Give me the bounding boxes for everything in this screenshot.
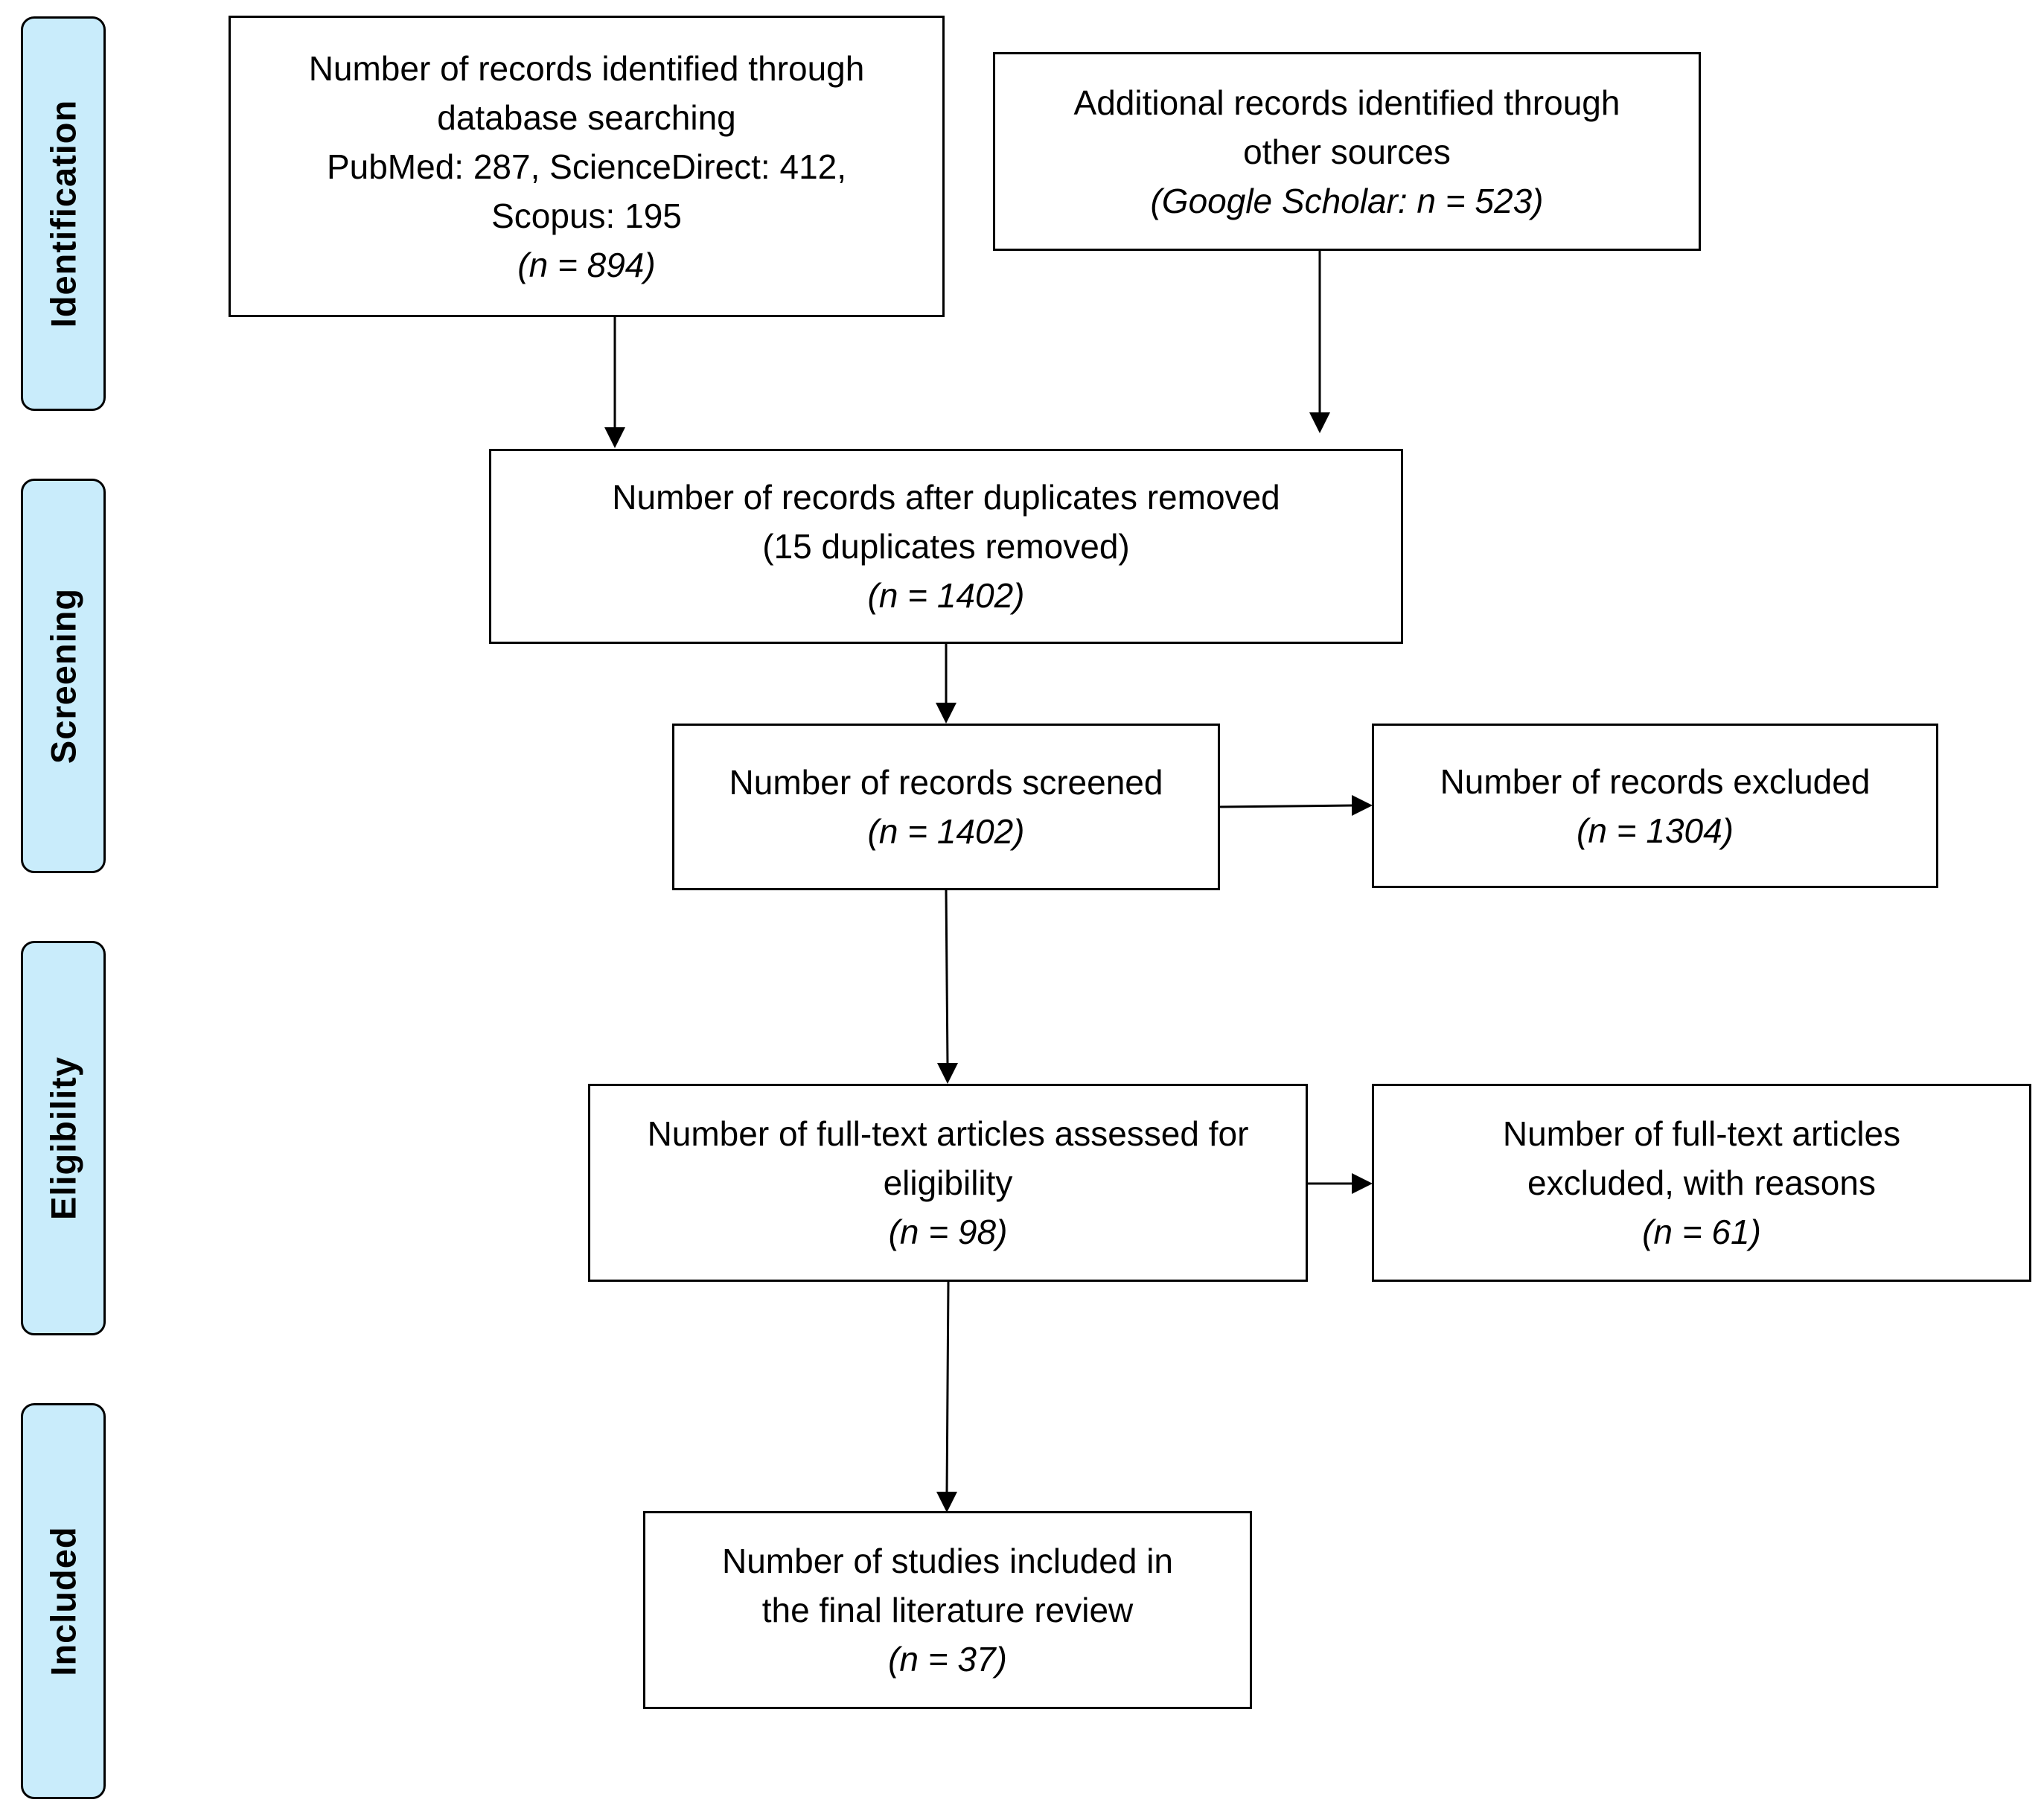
- arrowhead-other-to-duplicates: [1309, 412, 1330, 433]
- database-search-line3: PubMed: 287, ScienceDirect: 412,: [326, 147, 847, 186]
- database-search-line2: database searching: [437, 98, 736, 137]
- records-screened-count: (n = 1402): [867, 812, 1025, 851]
- arrowhead-fulltext-to-included: [936, 1492, 957, 1513]
- database-search-line4: Scopus: 195: [491, 196, 682, 235]
- full-text-excluded-line1: Number of full-text articles: [1502, 1114, 1901, 1153]
- arrowhead-fulltext-to-excluded: [1352, 1173, 1373, 1194]
- box-duplicates-removed: Number of records after duplicates remov…: [489, 449, 1403, 644]
- arrow-fulltext-to-included: [945, 1280, 950, 1495]
- duplicates-removed-line2: (15 duplicates removed): [762, 527, 1130, 566]
- arrow-screened-to-fulltext: [945, 889, 949, 1067]
- full-text-assessed-line2: eligibility: [883, 1163, 1013, 1202]
- full-text-excluded-count: (n = 61): [1642, 1213, 1761, 1251]
- phase-identification: Identification: [21, 16, 106, 411]
- arrowhead-screened-to-excluded: [1352, 795, 1373, 816]
- other-sources-line2: other sources: [1243, 132, 1451, 171]
- arrowhead-database-to-duplicates: [604, 427, 625, 448]
- arrowhead-screened-to-fulltext: [937, 1063, 958, 1084]
- duplicates-removed-line1: Number of records after duplicates remov…: [612, 478, 1280, 517]
- box-full-text-assessed: Number of full-text articles assessed fo…: [588, 1084, 1308, 1282]
- records-screened-line1: Number of records screened: [729, 763, 1163, 802]
- box-other-sources: Additional records identified through ot…: [993, 52, 1701, 251]
- box-included-studies: Number of studies included in the final …: [643, 1511, 1252, 1709]
- full-text-assessed-line1: Number of full-text articles assessed fo…: [647, 1114, 1249, 1153]
- records-excluded-line1: Number of records excluded: [1440, 761, 1871, 801]
- arrow-screened-to-excluded: [1219, 804, 1355, 808]
- database-search-count: (n = 894): [517, 245, 656, 284]
- full-text-excluded-line2: excluded, with reasons: [1527, 1163, 1876, 1202]
- full-text-assessed-count: (n = 98): [888, 1213, 1008, 1251]
- duplicates-removed-count: (n = 1402): [867, 576, 1025, 615]
- other-sources-line1: Additional records identified through: [1073, 83, 1620, 122]
- other-sources-count: (Google Scholar: n = 523): [1150, 181, 1544, 220]
- included-studies-line2: the final literature review: [761, 1591, 1134, 1629]
- records-excluded-count: (n = 1304): [1577, 811, 1734, 850]
- box-database-search: Number of records identified through dat…: [229, 16, 945, 317]
- box-full-text-excluded: Number of full-text articles excluded, w…: [1372, 1084, 2031, 1282]
- box-records-screened: Number of records screened (n = 1402): [672, 724, 1220, 890]
- arrowhead-duplicates-to-screened: [936, 703, 956, 724]
- included-studies-line1: Number of studies included in: [722, 1542, 1173, 1580]
- phase-eligibility: Eligibility: [21, 941, 106, 1335]
- box-records-excluded: Number of records excluded (n = 1304): [1372, 724, 1938, 888]
- phase-included: Included: [21, 1403, 106, 1799]
- database-search-line1: Number of records identified through: [308, 48, 865, 88]
- phase-screening: Screening: [21, 479, 106, 873]
- included-studies-count: (n = 37): [888, 1640, 1007, 1679]
